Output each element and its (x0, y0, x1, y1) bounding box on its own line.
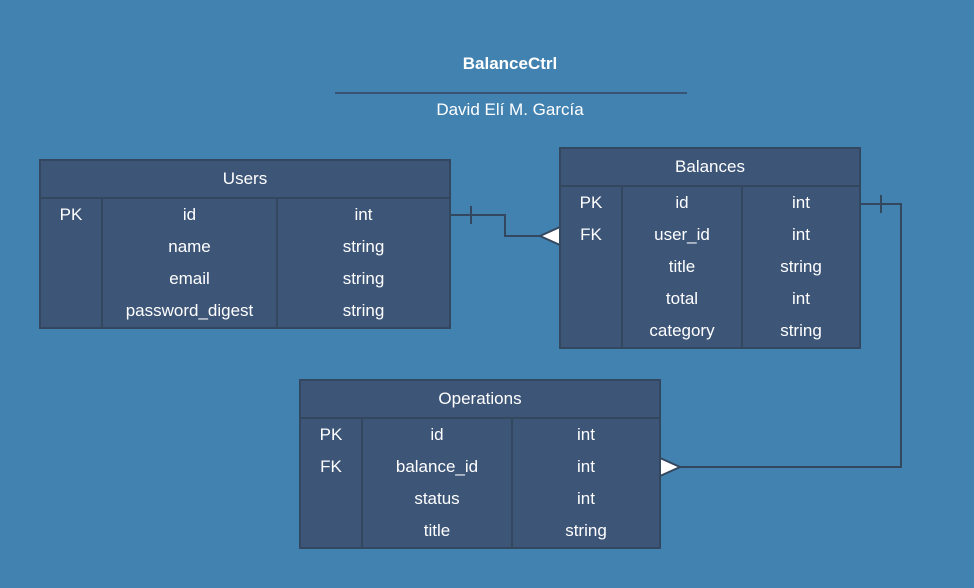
operations-key-cell: FK (320, 457, 342, 476)
balances-entity[interactable]: Balances PK FK id user_id title total ca… (559, 147, 861, 349)
operations-type-cell: int (577, 489, 595, 508)
operations-key-column: PK FK (301, 419, 361, 547)
balances-key-column: PK FK (561, 187, 621, 347)
users-key-cell: PK (59, 205, 83, 224)
users-field-email: email (169, 269, 210, 288)
operations-entity[interactable]: Operations PK FK id balance_id status ti… (299, 379, 661, 549)
balances-field-title: title (668, 257, 696, 276)
operations-field-status: status (414, 489, 460, 508)
balances-field-id: id (675, 193, 689, 212)
balances-type-cell: int (792, 193, 810, 212)
operations-type-cell: int (577, 425, 595, 444)
balances-type-cell: string (780, 257, 822, 276)
operations-field-id: id (430, 425, 444, 444)
operations-key-cell: PK (319, 425, 343, 444)
users-type-cell: string (342, 301, 385, 320)
users-type-cell: string (342, 237, 385, 256)
users-key-cell (41, 233, 101, 265)
balances-key-cell (561, 317, 621, 349)
operations-key-cell (301, 517, 361, 549)
balances-type-cell: int (792, 289, 810, 308)
balances-type-cell: int (792, 225, 810, 244)
users-type-column: int string string string (276, 199, 449, 327)
balances-type-cell: string (780, 321, 822, 340)
users-balances-connector (450, 214, 560, 237)
operations-many-marker (659, 456, 683, 478)
operations-key-cell (301, 485, 361, 517)
title-divider (335, 92, 687, 94)
balances-key-cell (561, 285, 621, 317)
users-field-name: name (168, 237, 211, 256)
users-field-password-digest: password_digest (125, 301, 254, 320)
operations-type-cell: string (565, 521, 607, 540)
balances-field-user-id: user_id (654, 225, 710, 244)
users-type-cell: int (354, 205, 373, 224)
operations-type-cell: int (577, 457, 595, 476)
users-field-id: id (182, 205, 197, 224)
users-key-column: PK (41, 199, 101, 327)
balances-field-column: id user_id title total category (621, 187, 741, 347)
balances-key-cell (561, 253, 621, 285)
operations-field-balance-id: balance_id (395, 457, 479, 476)
users-header: Users (41, 161, 449, 199)
balances-key-cell: PK (579, 193, 603, 212)
diagram-title: BalanceCtrl (462, 54, 558, 73)
users-type-cell: string (342, 269, 385, 288)
balances-field-total: total (665, 289, 699, 308)
users-field-column: id name email password_digest (101, 199, 276, 327)
operations-type-column: int int int string (511, 419, 659, 547)
balances-field-category: category (649, 321, 715, 340)
operations-field-column: id balance_id status title (361, 419, 511, 547)
operations-header: Operations (301, 381, 659, 419)
balances-header: Balances (561, 149, 859, 187)
balances-type-column: int int string int string (741, 187, 859, 347)
diagram-author: David Elí M. García (436, 100, 584, 119)
balances-key-cell: FK (580, 225, 602, 244)
users-key-cell (41, 265, 101, 297)
users-key-cell (41, 297, 101, 329)
balances-many-marker (537, 225, 561, 247)
operations-field-title: title (423, 521, 451, 540)
users-entity[interactable]: Users PK id name email password_digest i… (39, 159, 451, 329)
